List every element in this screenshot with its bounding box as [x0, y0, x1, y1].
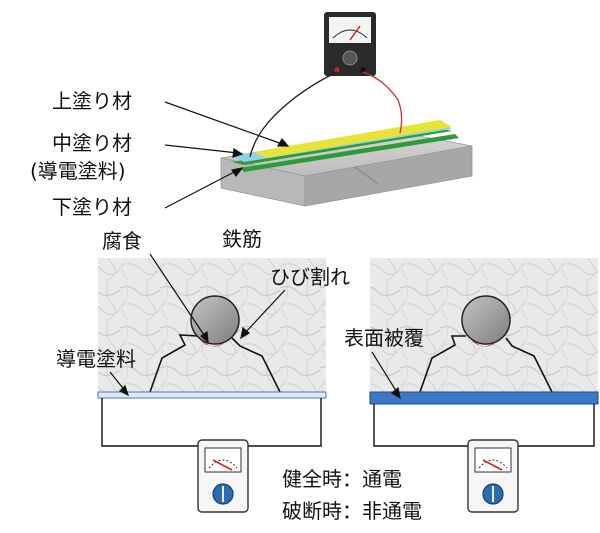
panel-left	[97, 258, 327, 399]
label-arrows-top	[164, 101, 290, 209]
surface-coating-layer	[369, 391, 599, 405]
crack-right-a	[419, 335, 466, 393]
conductive-paint-layer	[97, 391, 327, 399]
label-arrows-left	[109, 253, 286, 397]
crack-left-b	[231, 337, 281, 393]
gauge-icon-left	[197, 439, 249, 513]
label-crack: ひび割れ	[270, 265, 350, 289]
label-top-coat: 上塗り材	[52, 89, 132, 113]
label-rebar: 鉄筋	[222, 227, 262, 251]
label-arrow-right	[371, 351, 401, 400]
label-conductive-paint-paren: (導電塗料)	[30, 159, 126, 183]
crack-right-b	[505, 337, 553, 393]
circuit-right	[373, 404, 595, 447]
label-corrosion: 腐食	[102, 229, 142, 253]
label-conductive-paint: 導電塗料	[56, 347, 136, 371]
corrosion-spot-right	[471, 340, 497, 347]
panel-right	[369, 258, 599, 405]
rebar-right	[461, 295, 511, 345]
label-healthy-state: 健全時：通電	[282, 467, 402, 491]
gauge-icon-right	[467, 439, 519, 513]
label-bottom-coat: 下塗り材	[52, 195, 132, 219]
label-broken-state: 破断時：非通電	[282, 499, 422, 523]
wire-black	[249, 71, 338, 158]
top-coat-layer	[254, 120, 452, 158]
multimeter-icon	[324, 12, 376, 76]
label-middle-coat: 中塗り材	[52, 131, 132, 155]
circuit-left	[101, 398, 322, 447]
slab-joint	[354, 166, 379, 185]
crack-left-a	[149, 334, 199, 393]
corrosion-spot-left	[200, 340, 226, 347]
specimen-3d	[220, 120, 473, 207]
wire-red	[362, 71, 403, 134]
label-surface-coating: 表面被覆	[344, 326, 424, 350]
rebar-left	[190, 295, 240, 345]
